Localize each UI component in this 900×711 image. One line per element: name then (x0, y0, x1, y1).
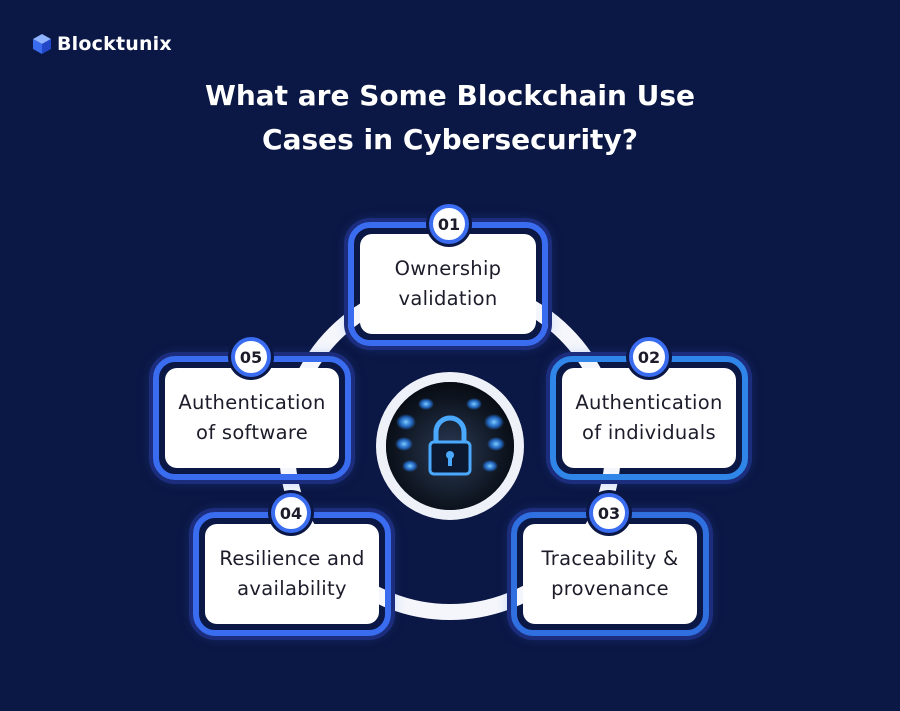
use-case-number-badge: 04 (271, 493, 311, 533)
use-case-number-badge: 03 (589, 493, 629, 533)
cube-icon (33, 34, 51, 54)
use-case-label: Authentication of individuals (575, 391, 723, 444)
page-title: What are Some Blockchain Use Cases in Cy… (150, 74, 750, 162)
use-case-card-body: Ownership validation (360, 234, 536, 334)
use-case-number-badge: 02 (629, 337, 669, 377)
title-line-2: Cases in Cybersecurity? (262, 123, 638, 156)
use-case-card-body: Traceability & provenance (523, 524, 697, 624)
use-case-label: Authentication of software (178, 391, 326, 444)
use-case-card-body: Resilience and availability (205, 524, 379, 624)
brand-logo: Blocktunix (33, 33, 172, 55)
center-padlock-image (376, 372, 524, 520)
use-case-label: Resilience and availability (219, 547, 365, 600)
padlock-icon (386, 382, 514, 510)
brand-name: Blocktunix (57, 33, 172, 55)
title-line-1: What are Some Blockchain Use (204, 79, 696, 112)
use-case-card-04: Resilience and availability (193, 512, 391, 636)
use-case-card-05: Authentication of software (153, 356, 351, 480)
use-case-number-badge: 01 (429, 204, 469, 244)
use-case-card-body: Authentication of individuals (562, 368, 736, 468)
use-case-label: Ownership validation (394, 257, 502, 310)
use-case-card-body: Authentication of software (165, 368, 339, 468)
use-case-label: Traceability & provenance (541, 547, 679, 600)
use-case-card-01: Ownership validation (348, 222, 548, 346)
use-case-number-badge: 05 (231, 337, 271, 377)
